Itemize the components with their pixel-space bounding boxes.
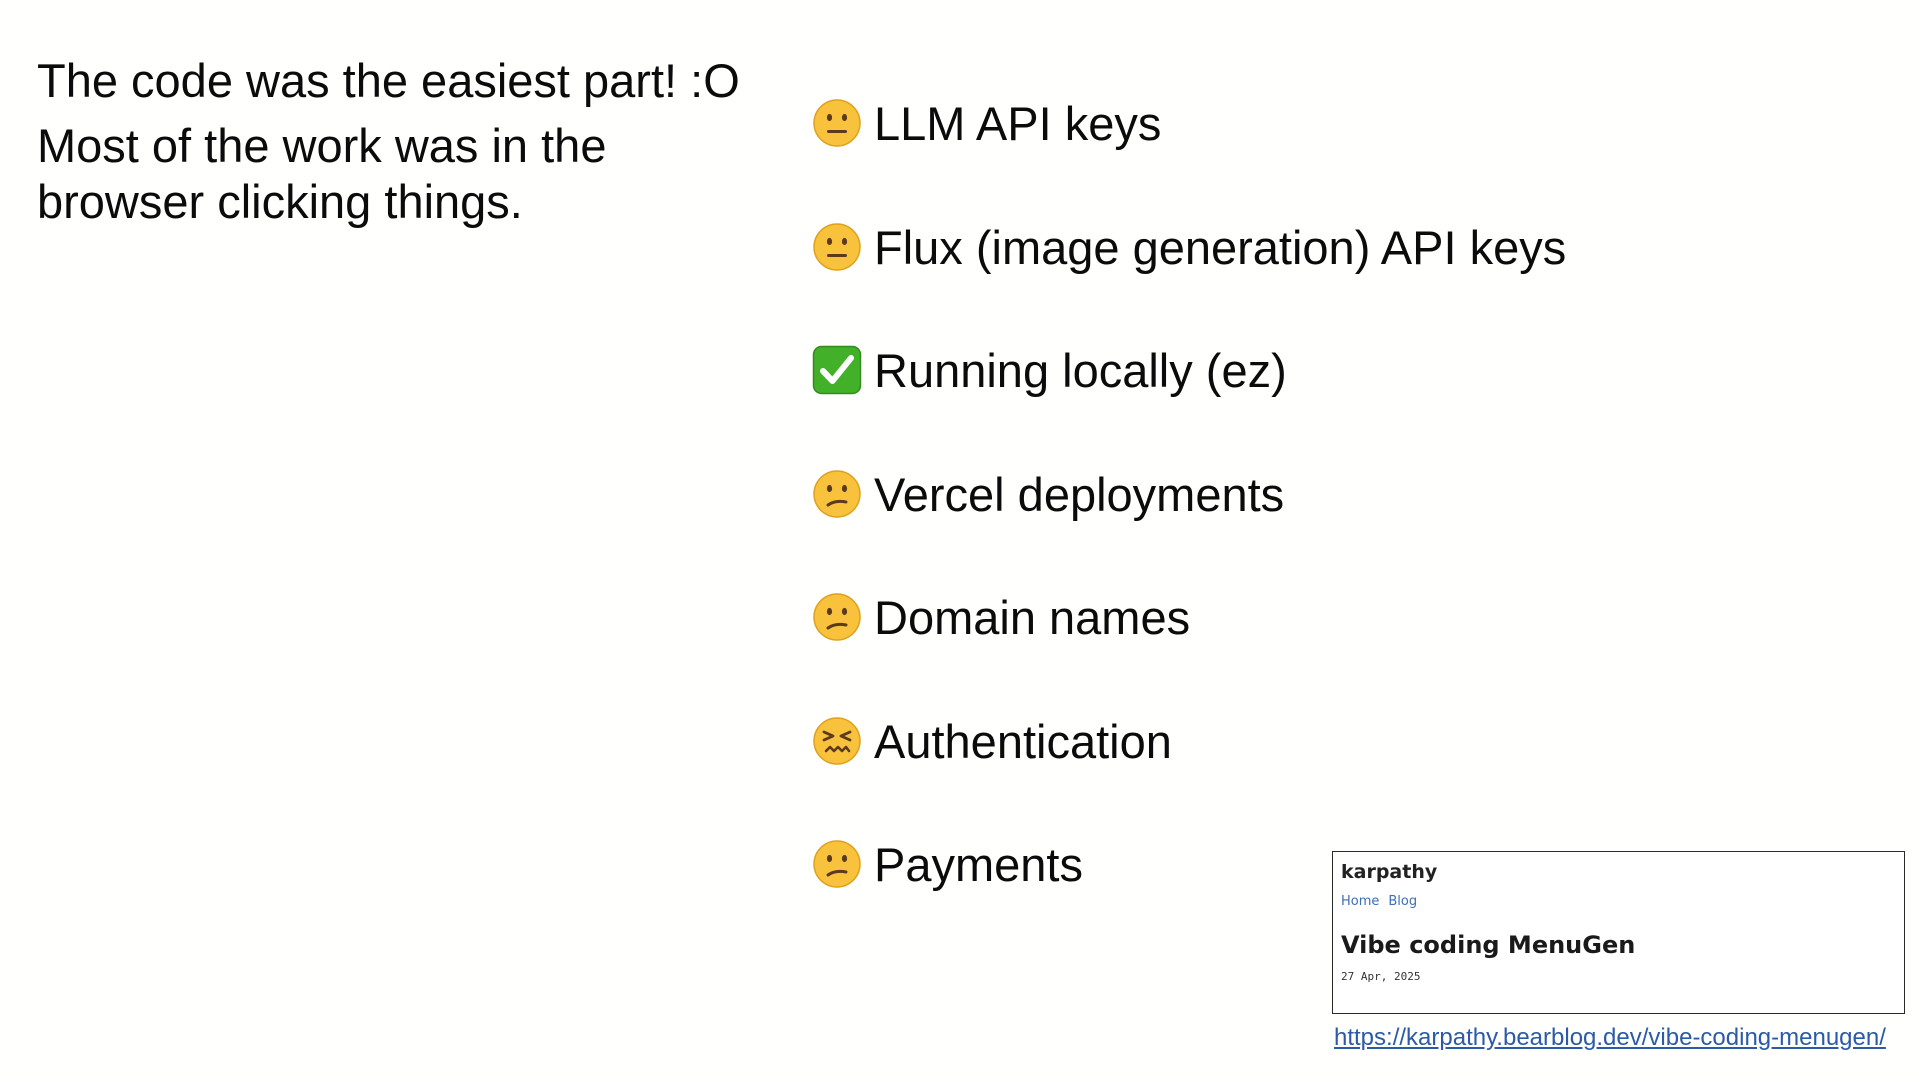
checklist-item-payments: Payments bbox=[812, 837, 1632, 961]
blog-nav: Home Blog bbox=[1341, 894, 1896, 910]
checklist-item-vercel-deployments: Vercel deployments bbox=[812, 467, 1632, 591]
body-line-1: Most of the work was in the bbox=[37, 119, 607, 172]
blog-nav-home-link[interactable]: Home bbox=[1341, 894, 1380, 909]
checklist-item-label: Running locally (ez) bbox=[874, 344, 1287, 397]
left-text-block: The code was the easiest part! :O Most o… bbox=[37, 52, 777, 230]
check-mark-icon bbox=[812, 345, 862, 395]
blog-site-name: karpathy bbox=[1341, 861, 1438, 883]
checklist-item-label: LLM API keys bbox=[874, 97, 1162, 150]
checklist-item-authentication: Authentication bbox=[812, 714, 1632, 838]
confounded-face-icon bbox=[812, 716, 862, 766]
checklist-item-label: Authentication bbox=[874, 714, 1172, 768]
task-checklist: LLM API keys Flux (image generation) API… bbox=[812, 96, 1632, 961]
checklist-item-label: Domain names bbox=[874, 591, 1191, 644]
blog-nav-blog-link[interactable]: Blog bbox=[1388, 894, 1418, 909]
checklist-item-flux-api-keys: Flux (image generation) API keys bbox=[812, 220, 1632, 344]
neutral-face-icon bbox=[812, 222, 862, 272]
checklist-item-label: Flux (image generation) API keys bbox=[874, 220, 1567, 274]
headline: The code was the easiest part! :O bbox=[37, 54, 740, 107]
confused-face-icon bbox=[812, 839, 862, 889]
checklist-item-label: Payments bbox=[874, 838, 1083, 891]
confused-face-icon bbox=[812, 592, 862, 642]
blog-post-preview: karpathy Home Blog Vibe coding MenuGen 27… bbox=[1332, 851, 1905, 1014]
blog-post-date: 27 Apr, 2025 bbox=[1341, 970, 1421, 983]
body-line-2: browser clicking things. bbox=[37, 175, 523, 228]
neutral-face-icon bbox=[812, 98, 862, 148]
checklist-item-llm-api-keys: LLM API keys bbox=[812, 96, 1632, 220]
checklist-item-label: Vercel deployments bbox=[874, 467, 1285, 521]
checklist-item-domain-names: Domain names bbox=[812, 590, 1632, 714]
body-text: Most of the work was in the browser clic… bbox=[37, 118, 777, 230]
checklist-item-running-locally: Running locally (ez) bbox=[812, 343, 1632, 467]
blog-post-title: Vibe coding MenuGen bbox=[1341, 931, 1636, 959]
confused-face-icon bbox=[812, 469, 862, 519]
blog-post-url-link[interactable]: https://karpathy.bearblog.dev/vibe-codin… bbox=[1334, 1024, 1886, 1051]
